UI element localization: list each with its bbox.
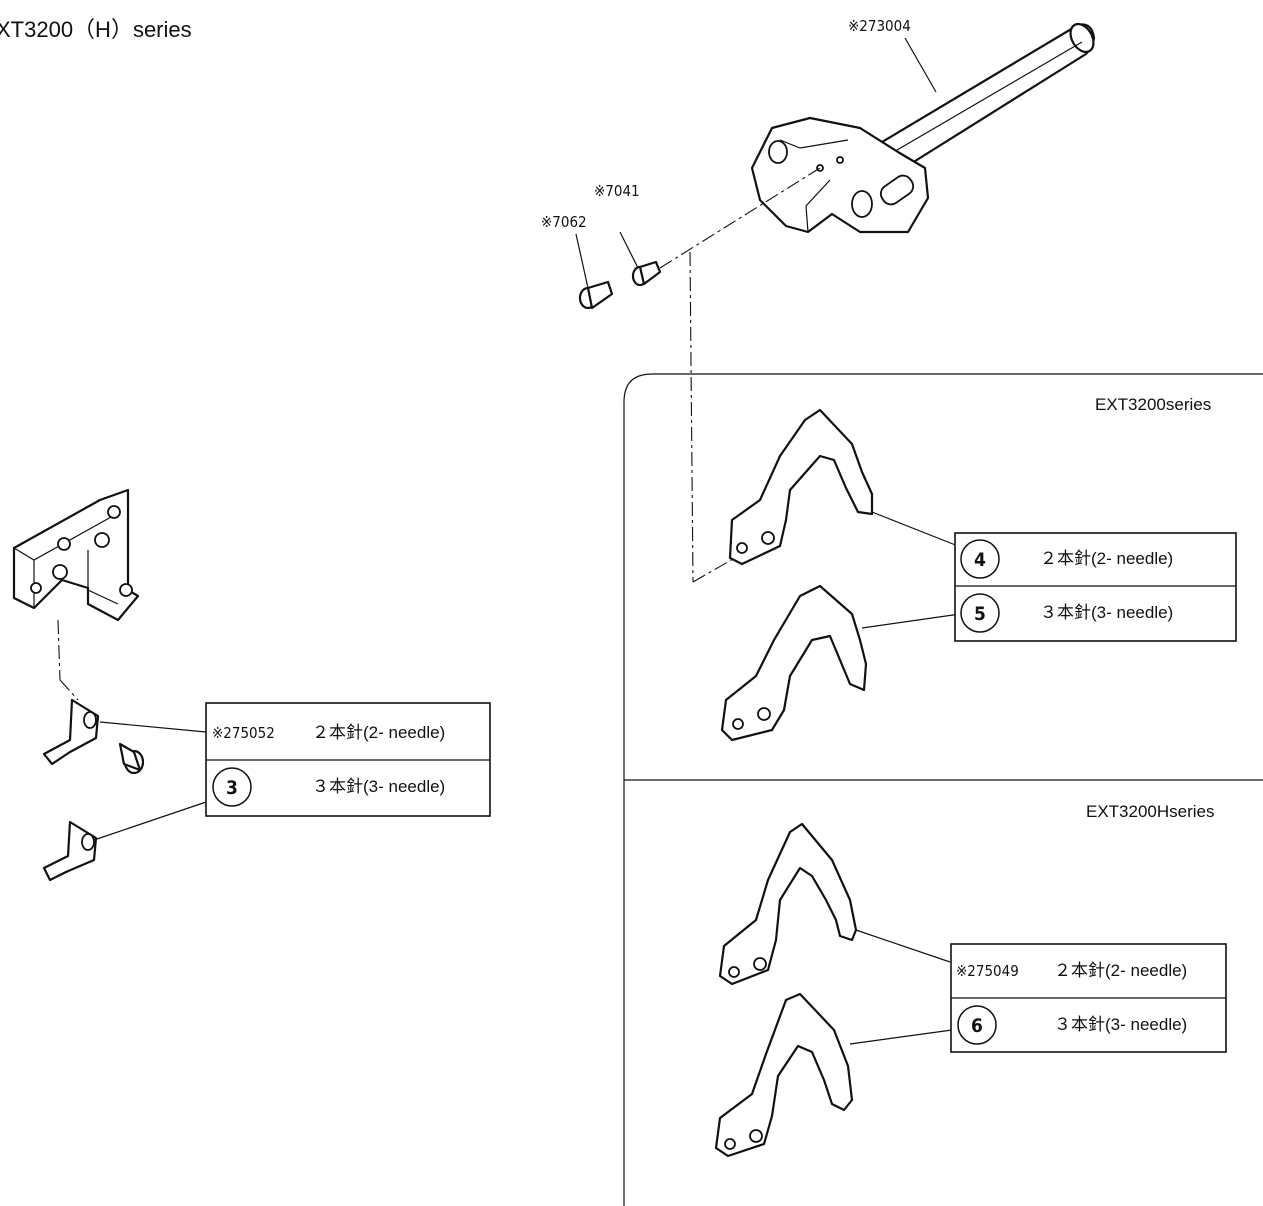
panel-top-row1-num: 4	[974, 549, 986, 571]
panel-bottom-row1-desc: ２本針(2- needle)	[1054, 961, 1187, 980]
panel-top-row2-desc: ３本針(3- needle)	[1040, 603, 1173, 622]
panel-bottom-row1-code: ※275049	[956, 962, 1019, 980]
panel-bottom-title: EXT3200Hseries	[1086, 802, 1215, 821]
callout-273004: ※273004	[848, 17, 911, 35]
finger-2-needle	[728, 408, 959, 566]
panel-top-table: 4 ２本針(2- needle) 5 ３本針(3- needle)	[954, 532, 1237, 642]
panel-top-row2-num: 5	[974, 603, 986, 625]
panel-bottom-row2-num: 6	[971, 1015, 983, 1037]
screw-7062	[578, 280, 614, 310]
left-block-assembly	[12, 488, 213, 882]
panel-top-title: EXT3200series	[1095, 395, 1211, 414]
left-table: ※275052 ２本針(2- needle) 3 ３本針(3- needle)	[205, 702, 491, 817]
right-panel	[623, 373, 1263, 1206]
left-row2-num: 3	[226, 777, 238, 799]
finger-h-2-needle	[718, 822, 951, 986]
shaft-assembly	[575, 22, 1096, 583]
panel-top-row1-desc: ２本針(2- needle)	[1040, 549, 1173, 568]
callout-7041: ※7041	[594, 182, 640, 200]
callout-7062: ※7062	[541, 213, 587, 231]
left-row1-desc: ２本針(2- needle)	[312, 723, 445, 742]
finger-h-3-needle	[714, 992, 953, 1158]
left-row1-code: ※275052	[212, 724, 275, 742]
finger-3-needle	[720, 584, 961, 742]
panel-bottom-row2-desc: ３本針(3- needle)	[1054, 1015, 1187, 1034]
page-title: XT3200（H）series	[0, 17, 192, 42]
screw-7041	[631, 260, 662, 287]
left-row2-desc: ３本針(3- needle)	[312, 777, 445, 796]
screw-left	[118, 742, 145, 775]
panel-bottom-table: ※275049 ２本針(2- needle) 6 ３本針(3- needle)	[950, 943, 1227, 1053]
